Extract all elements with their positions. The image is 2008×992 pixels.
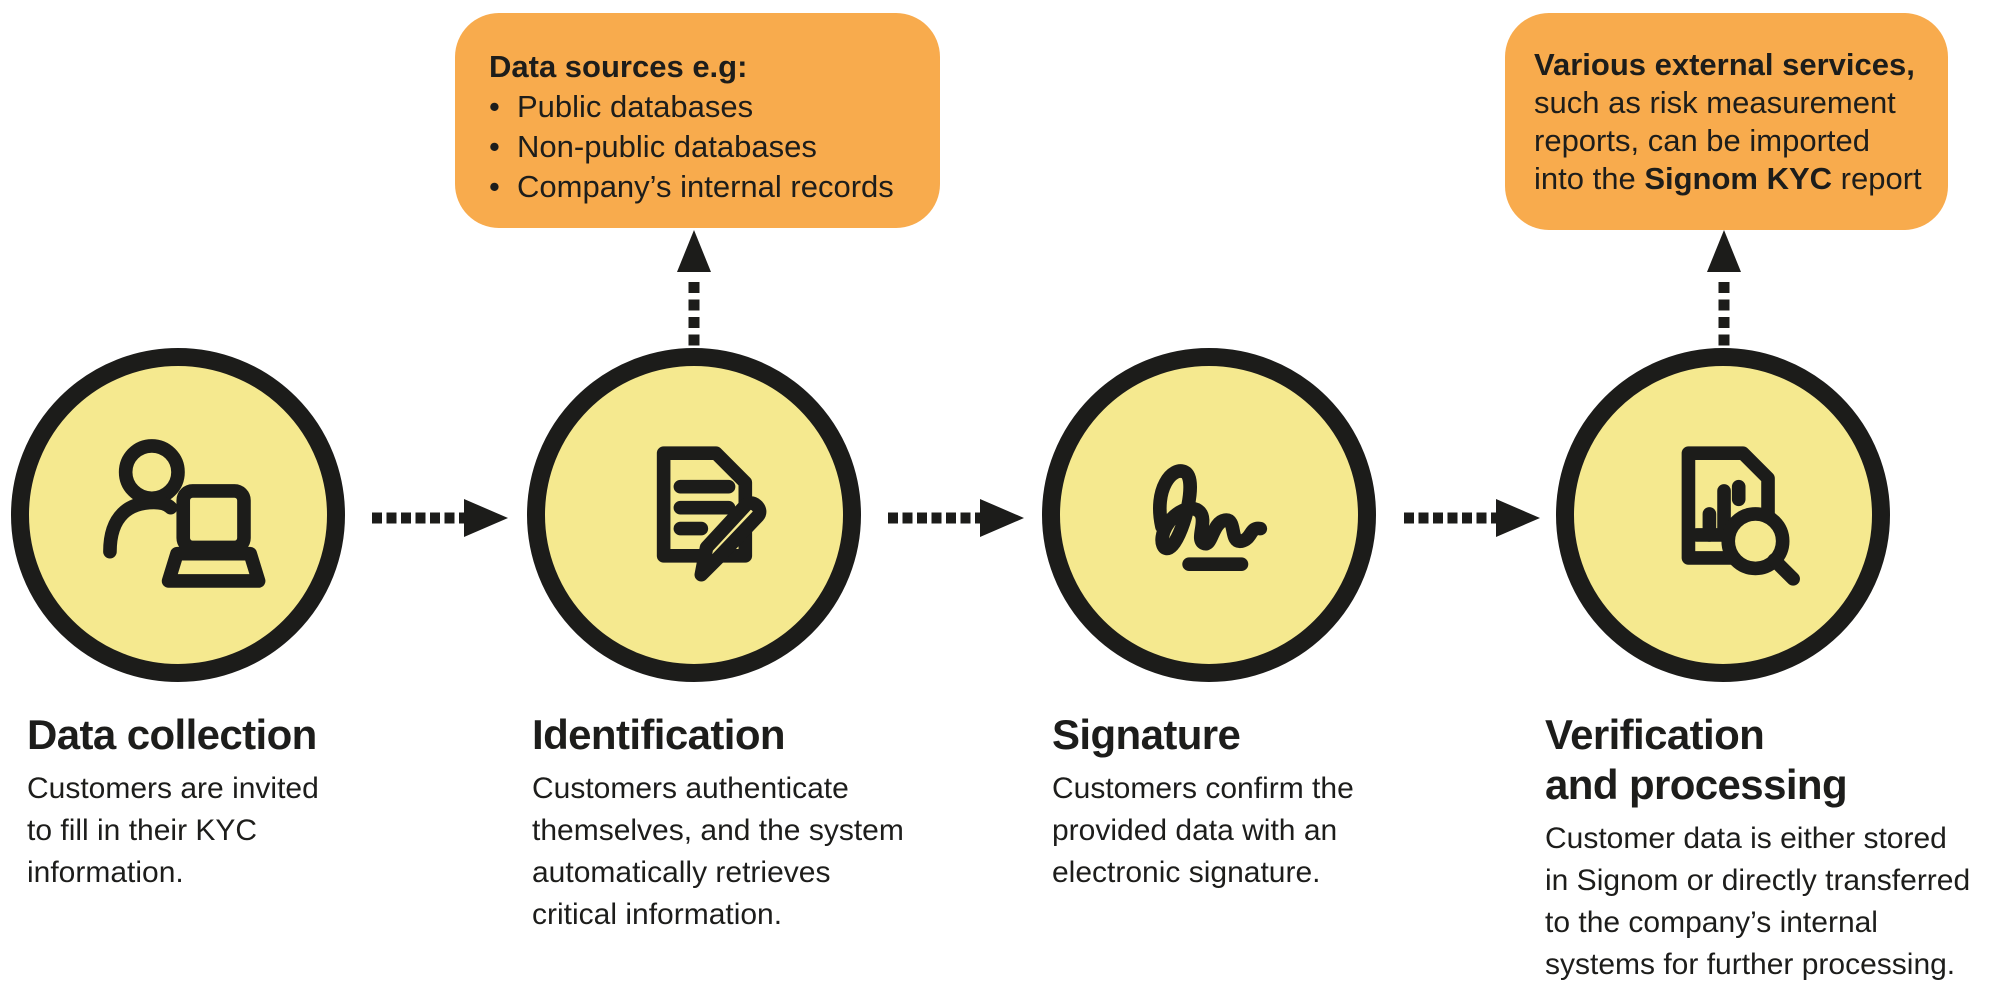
- callout-data-sources: Data sources e.g: • Public databases • N…: [455, 13, 940, 228]
- dotted-arrow-up-icon: [677, 230, 711, 347]
- person-laptop-icon: [103, 439, 266, 588]
- bullet-text: Public databases: [517, 89, 754, 124]
- callout-line: reports, can be imported: [1534, 123, 1871, 158]
- bullet-icon: •: [489, 169, 500, 204]
- bullet-icon: •: [489, 89, 500, 124]
- step-description: Customer data is either stored in Signom…: [1545, 822, 1971, 981]
- bullet-item: • Non-public databases: [489, 127, 930, 167]
- callout-line: Various external services,: [1534, 47, 1915, 82]
- step-text-data-collection: Data collection Customers are invited to…: [27, 710, 367, 894]
- dotted-arrow-right-icon: [372, 499, 508, 537]
- step-circle-signature: [1042, 348, 1376, 682]
- step-circle-verification: [1556, 348, 1890, 682]
- step-circle-data-collection: [11, 348, 345, 682]
- dotted-arrow-right-icon: [1404, 499, 1540, 537]
- callout-line: such as risk measurement: [1534, 85, 1896, 120]
- step-text-signature: Signature Customers confirm the provided…: [1052, 710, 1462, 894]
- bullet-icon: •: [489, 129, 500, 164]
- bullet-text: Company’s internal records: [517, 169, 894, 204]
- bullet-text: Non-public databases: [517, 129, 817, 164]
- step-circle-identification: [527, 348, 861, 682]
- signature-icon: [1153, 464, 1268, 572]
- step-description: Customers confirm the provided data with…: [1052, 772, 1354, 889]
- document-pencil-icon: [656, 446, 767, 582]
- bullet-item: • Public databases: [489, 87, 930, 127]
- callout-external-services: Various external services, such as risk …: [1505, 13, 1948, 230]
- step-title: Signature: [1052, 711, 1241, 758]
- step-title: Identification: [532, 711, 786, 758]
- callout-line: into the Signom KYC report: [1534, 161, 1922, 196]
- step-text-verification-processing: Verification and processing Customer dat…: [1545, 710, 2007, 986]
- step-title: Data collection: [27, 711, 317, 758]
- step-description: Customers authenticate themselves, and t…: [532, 772, 904, 931]
- dotted-arrow-right-icon: [888, 499, 1024, 537]
- step-text-identification: Identification Customers authenticate th…: [532, 710, 977, 936]
- step-title: Verification and processing: [1545, 711, 1848, 808]
- bullet-item: • Company’s internal records: [489, 167, 930, 207]
- step-description: Customers are invited to fill in their K…: [27, 772, 319, 889]
- dotted-arrow-up-icon: [1707, 230, 1741, 347]
- document-search-icon: [1681, 446, 1800, 586]
- callout-title: Data sources e.g:: [489, 49, 748, 84]
